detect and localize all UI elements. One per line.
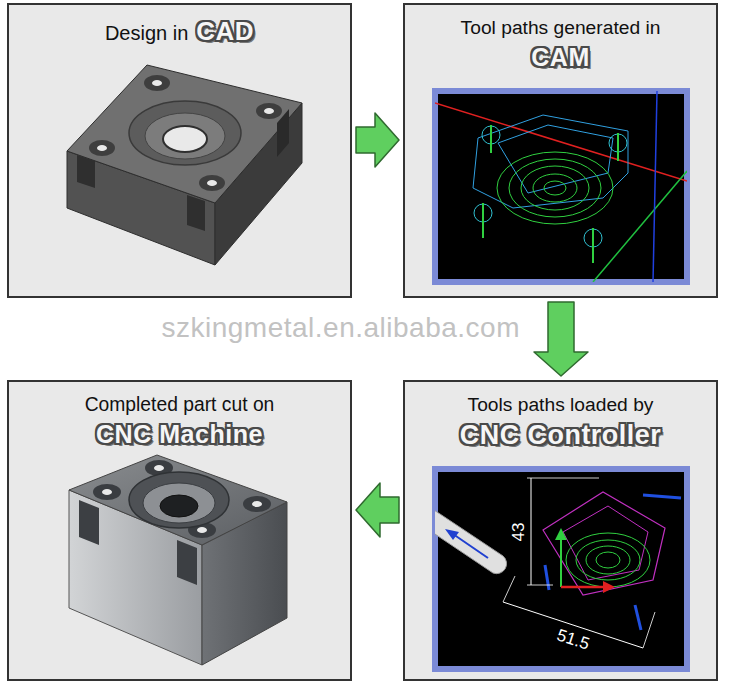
ellipse-shape bbox=[97, 145, 107, 151]
polygon-shape bbox=[603, 581, 615, 593]
line-shape bbox=[643, 612, 655, 648]
polygon-shape bbox=[543, 492, 665, 595]
heading-text: Completed part cut on bbox=[9, 392, 350, 418]
path-shape bbox=[435, 508, 507, 574]
ellipse-shape bbox=[144, 75, 170, 91]
line-shape bbox=[527, 478, 599, 479]
g-shape bbox=[435, 478, 681, 648]
heading-keyword: CNC Machine bbox=[9, 418, 350, 451]
heading-keyword: CAD bbox=[196, 16, 254, 46]
flow-arrow bbox=[356, 113, 399, 167]
line-shape bbox=[482, 203, 484, 238]
step-panel: Tools paths loaded byCNC Controller4351.… bbox=[403, 380, 718, 681]
line-shape bbox=[503, 576, 515, 602]
ellipse-shape bbox=[566, 533, 650, 587]
ellipse-shape bbox=[143, 483, 215, 523]
panel-heading: Tools paths loaded byCNC Controller bbox=[405, 392, 716, 453]
g-shape bbox=[435, 91, 687, 282]
ellipse-shape bbox=[154, 465, 164, 471]
step-panel: Completed part cut onCNC Machine bbox=[7, 380, 352, 681]
ellipse-shape bbox=[256, 103, 282, 119]
line-shape bbox=[593, 171, 687, 282]
ellipse-shape bbox=[197, 527, 207, 533]
cad-model bbox=[7, 3, 352, 298]
flow-arrow bbox=[356, 483, 399, 537]
dimension-value: 43 bbox=[509, 523, 529, 542]
rect-shape bbox=[435, 91, 687, 282]
ellipse-shape bbox=[152, 80, 162, 86]
ellipse-shape bbox=[509, 159, 601, 217]
watermark: szkingmetal.en.alibaba.com bbox=[161, 312, 520, 344]
ellipse-shape bbox=[596, 552, 620, 568]
line-shape bbox=[617, 133, 619, 161]
ellipse-shape bbox=[586, 546, 630, 574]
line-shape bbox=[653, 91, 657, 282]
line-shape bbox=[531, 478, 532, 585]
polygon-shape bbox=[555, 528, 567, 540]
panel-heading: Design in CAD bbox=[9, 15, 350, 48]
rect-shape bbox=[435, 469, 687, 669]
ellipse-shape bbox=[544, 181, 566, 195]
panel-heading: Tool paths generated inCAM bbox=[405, 15, 716, 74]
step-panel: Design in CAD bbox=[7, 3, 352, 298]
polygon-shape bbox=[445, 529, 459, 540]
panel-heading: Completed part cut onCNC Machine bbox=[9, 392, 350, 451]
line-shape bbox=[643, 495, 681, 498]
ellipse-shape bbox=[102, 489, 112, 495]
ellipse-shape bbox=[129, 472, 229, 528]
heading-keyword: CNC Controller bbox=[405, 418, 716, 453]
ellipse-shape bbox=[497, 152, 613, 224]
line-shape bbox=[453, 534, 488, 558]
heading-text: Design in bbox=[105, 22, 188, 44]
line-shape bbox=[635, 605, 641, 630]
ellipse-shape bbox=[521, 166, 589, 210]
ellipse-shape bbox=[145, 113, 225, 159]
ellipse-shape bbox=[207, 180, 217, 186]
line-shape bbox=[561, 586, 605, 589]
heading-text: Tool paths generated in bbox=[405, 15, 716, 41]
ellipse-shape bbox=[576, 540, 640, 580]
ellipse-shape bbox=[89, 140, 115, 156]
heading-keyword: CAM bbox=[405, 41, 716, 74]
ellipse-shape bbox=[129, 101, 241, 165]
line-shape bbox=[527, 585, 553, 586]
ellipse-shape bbox=[533, 174, 577, 202]
polygon-shape bbox=[473, 115, 628, 208]
line-shape bbox=[435, 103, 687, 181]
polygon-shape bbox=[67, 65, 302, 203]
ellipse-shape bbox=[160, 495, 198, 517]
path-shape bbox=[77, 155, 95, 188]
polygon-shape bbox=[69, 455, 287, 545]
line-shape bbox=[560, 538, 562, 587]
heading-text: Tools paths loaded by bbox=[405, 392, 716, 418]
path-shape bbox=[177, 540, 197, 585]
ellipse-shape bbox=[93, 484, 121, 500]
line-shape bbox=[592, 228, 594, 263]
flow-arrow bbox=[534, 302, 588, 376]
ellipse-shape bbox=[243, 496, 271, 512]
ellipse-shape bbox=[199, 175, 225, 191]
ellipse-shape bbox=[163, 126, 207, 152]
line-shape bbox=[545, 565, 549, 590]
path-shape bbox=[79, 500, 99, 545]
ellipse-shape bbox=[264, 108, 274, 114]
line-shape bbox=[490, 125, 492, 153]
ellipse-shape bbox=[252, 501, 262, 507]
path-shape bbox=[187, 195, 205, 231]
step-panel: Tool paths generated inCAM bbox=[403, 3, 718, 298]
